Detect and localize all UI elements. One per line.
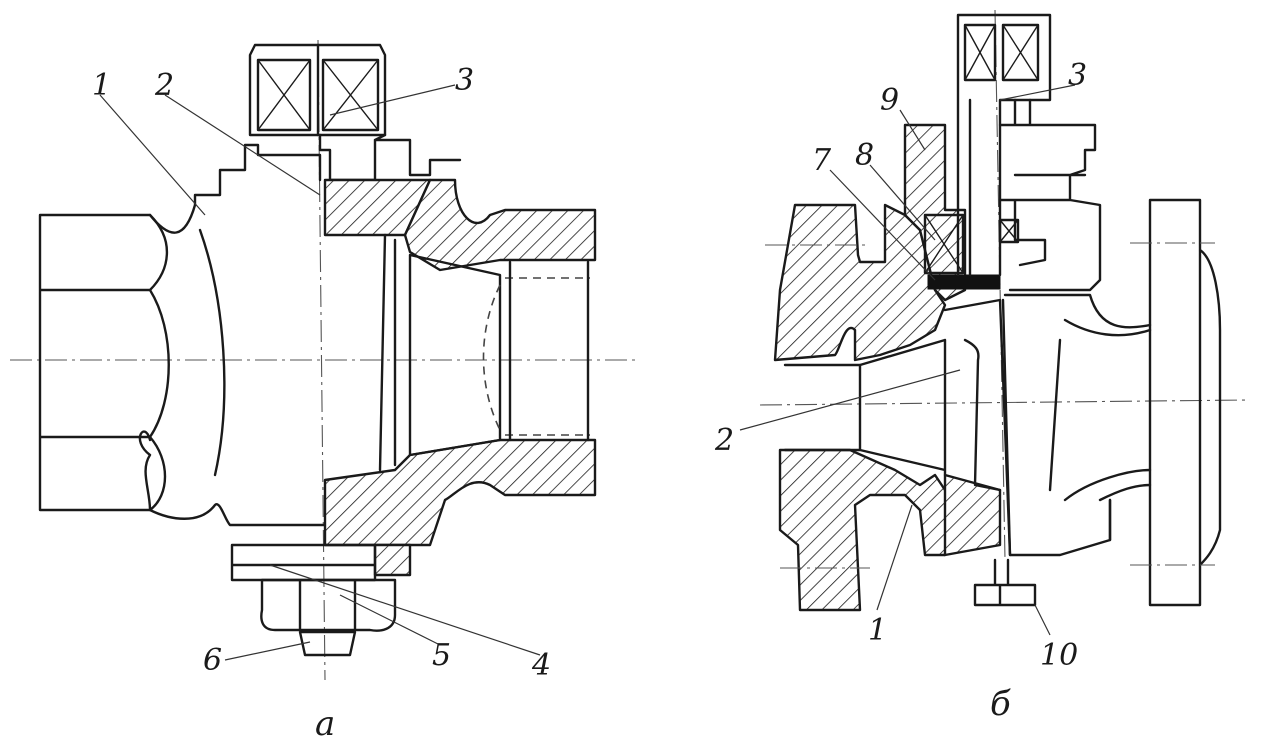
figure-a-label-2: 2	[154, 68, 174, 103]
figure-a-washer	[230, 543, 377, 582]
figure-b-stem	[956, 13, 1052, 277]
figure-b-leader-7	[829, 169, 936, 281]
figure-a-body-right-upper	[403, 178, 597, 272]
figure-a-plug-arc	[198, 228, 226, 477]
figure-b-label-2: 2	[714, 423, 734, 458]
figure-b-leader-3	[999, 84, 1076, 101]
figure-b-right-flange	[1148, 198, 1222, 607]
figure-a-nut	[260, 578, 397, 632]
figure-b-bore	[783, 338, 947, 477]
figure-a-label-5: 5	[432, 638, 451, 673]
figure-b-packing-8	[923, 213, 965, 275]
figure-a-leader-2	[164, 94, 321, 196]
figure-a-hex-end	[38, 213, 170, 512]
figure-b-lower-neck	[943, 473, 1002, 557]
figure-b-label-7: 7	[812, 143, 832, 178]
figure-a-leader-1	[99, 94, 206, 216]
figure-b-leader-8	[869, 164, 936, 241]
figure-b-leader-1	[876, 504, 913, 611]
figure-b-vertical-axis	[994, 9, 1006, 561]
figure-a-stem-end	[298, 630, 357, 657]
figure-a-thread	[482, 277, 590, 436]
figure-b-yoke	[998, 98, 1102, 292]
figure-a-caption: a	[315, 704, 335, 744]
figure-b-small-bearing	[998, 218, 1020, 244]
figure-b-neck	[903, 123, 967, 302]
figure-a-leader-5	[339, 594, 441, 646]
figure-a-label-4: 4	[531, 648, 551, 683]
figure-a-body-outline	[148, 143, 327, 527]
figure-b-top-packing-right	[1001, 23, 1040, 82]
figure-b-caption: б	[990, 684, 1011, 724]
figure-b-top-packing-left	[963, 23, 997, 82]
figure-b-valve: 9 3 8 7 2 1 10 б	[714, 9, 1251, 724]
figure-a-packing-box-right	[321, 58, 380, 132]
figure-a-label-1: 1	[92, 68, 111, 103]
figure-a-label-3: 3	[455, 63, 474, 98]
figure-b-left-flange-upper	[773, 203, 947, 362]
figure-a-leader-4	[269, 564, 541, 656]
figure-a-leader-6	[224, 641, 311, 661]
figure-a-valve: 1 2 3 4 5 6 a	[10, 39, 640, 744]
figure-b-label-1: 1	[868, 613, 887, 648]
figure-b-plug-shaft	[1001, 298, 1012, 557]
figure-b-seal-7	[927, 274, 1001, 290]
figure-a-packing-box-left	[256, 58, 312, 132]
figure-b-leader-2	[739, 369, 961, 431]
figure-a-body-right-lower	[323, 438, 597, 547]
figure-a-label-6: 6	[203, 643, 222, 678]
figure-b-bolt	[973, 558, 1037, 607]
figure-b-label-9: 9	[880, 83, 899, 118]
figure-a-leader-3	[329, 84, 456, 116]
figure-a-gland	[248, 43, 387, 137]
figure-b-leader-10	[1034, 604, 1051, 636]
figure-b-label-10: 10	[1040, 638, 1078, 673]
figure-b-left-flange-lower	[778, 448, 952, 612]
figure-b-right-body	[1003, 293, 1152, 542]
figure-a-bore	[378, 233, 502, 472]
figure-b-label-3: 3	[1068, 58, 1087, 93]
figure-b-label-8: 8	[855, 138, 874, 173]
figure-a-gland-step	[318, 133, 462, 182]
figure-b-leader-9	[899, 109, 926, 151]
figure-a-body-bottom-flange	[373, 543, 412, 577]
